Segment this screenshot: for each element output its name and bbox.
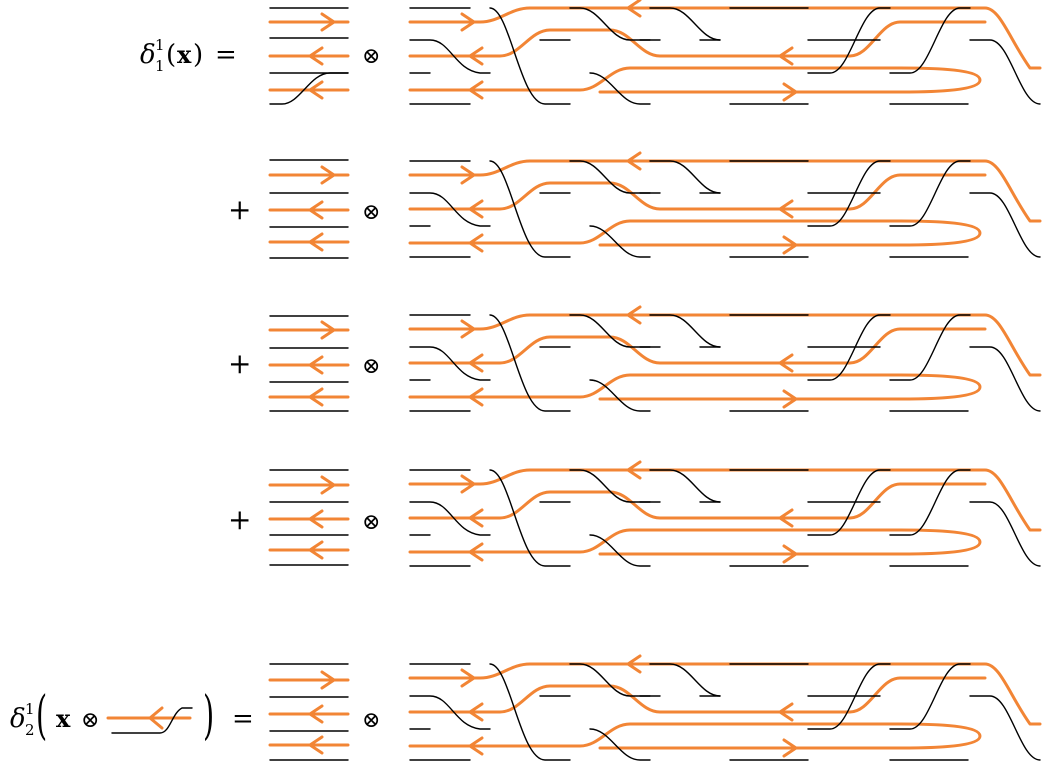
delta-subscript: 1 bbox=[155, 57, 165, 75]
equals-sign: = bbox=[215, 40, 237, 70]
large-diagram-2 bbox=[408, 151, 1042, 259]
small-diagram-3 bbox=[268, 315, 350, 412]
close-paren: ) bbox=[193, 40, 203, 70]
delta-symbol: δ bbox=[10, 704, 26, 734]
small-diagram-5 bbox=[268, 663, 350, 761]
plus-sign-4: + bbox=[228, 503, 251, 536]
delta-subscript: 2 bbox=[25, 721, 35, 739]
inline-strand-element bbox=[106, 706, 193, 734]
delta-superscript: 1 bbox=[25, 700, 35, 718]
plus-sign-2: + bbox=[228, 193, 251, 226]
tensor-symbol-5: ⊗ bbox=[362, 708, 380, 733]
small-diagram-1 bbox=[268, 7, 350, 105]
plus-sign-3: + bbox=[228, 347, 251, 380]
large-diagram-5 bbox=[408, 654, 1042, 762]
large-diagram-4 bbox=[408, 460, 1042, 568]
tensor-symbol-3: ⊗ bbox=[362, 354, 380, 379]
tensor-symbol-2: ⊗ bbox=[362, 200, 380, 225]
tensor-symbol-1: ⊗ bbox=[362, 44, 380, 69]
generator-x: x bbox=[56, 704, 71, 733]
lhs-delta-1: δ 1 1 ( x ) = bbox=[140, 36, 237, 75]
small-diagram-4 bbox=[268, 469, 350, 566]
equals-sign: = bbox=[232, 704, 254, 734]
lhs-delta-2: δ 1 2 ( x ⊗ ) = bbox=[10, 685, 254, 746]
small-diagram-2 bbox=[268, 159, 350, 259]
inner-tensor-symbol: ⊗ bbox=[81, 708, 99, 733]
delta-superscript: 1 bbox=[155, 36, 165, 54]
big-open-paren: ( bbox=[36, 685, 47, 746]
large-diagram-3 bbox=[408, 305, 1042, 413]
tensor-symbol-4: ⊗ bbox=[362, 510, 380, 535]
open-paren: ( bbox=[166, 40, 176, 70]
generator-x: x bbox=[177, 40, 192, 69]
big-close-paren: ) bbox=[203, 685, 214, 746]
large-diagram-1 bbox=[408, 0, 1042, 106]
delta-symbol: δ bbox=[140, 40, 156, 70]
